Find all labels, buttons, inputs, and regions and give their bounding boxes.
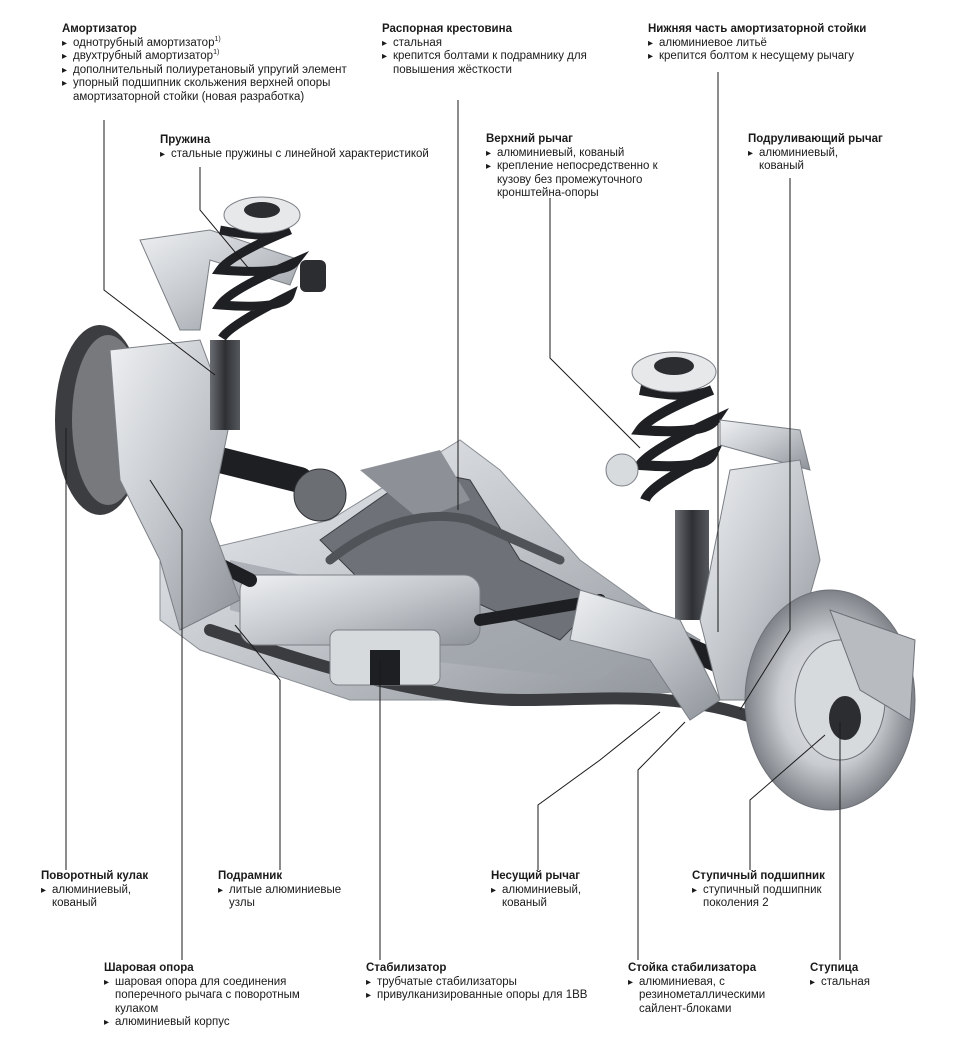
callout-strut-lower: Нижняя часть амортизаторной стойки алюми… <box>648 23 888 64</box>
callout-item: упорный подшипник скольжения верхней опо… <box>62 77 363 104</box>
callout-item: крепится болтами к подрамнику для повыше… <box>382 50 592 77</box>
callout-item: алюминиевая, с резинометаллическими сайл… <box>628 976 794 1017</box>
right-strut-shape <box>605 351 730 620</box>
leader-stab-link <box>637 721 686 960</box>
right-upper-arm-shape <box>719 419 811 471</box>
callout-title: Нижняя часть амортизаторной стойки <box>648 23 867 35</box>
callout-cross-brace: Распорная крестовина стальная крепится б… <box>382 23 592 77</box>
callout-upper-arm: Верхний рычаг алюминиевый, кованый крепл… <box>486 133 666 201</box>
callout-item: алюминиевый, кованый <box>41 884 151 911</box>
leader-lines <box>65 72 841 960</box>
callout-ball-joint: Шаровая опора шаровая опора для соединен… <box>104 962 319 1030</box>
callout-item: привулканизированные опоры для 1BB <box>366 989 596 1003</box>
callout-hub: Ступица стальная <box>810 962 910 989</box>
callout-item: алюминиевый, кованый <box>491 884 601 911</box>
callout-item: ступичный подшипник поколения 2 <box>692 884 833 911</box>
left-strut-shape <box>210 196 326 430</box>
leader-lower-arm <box>537 711 661 870</box>
callout-item: алюминиевый, кованый <box>748 147 858 174</box>
left-upper-arm-shape <box>139 229 301 331</box>
callout-item: крепление непосредственно к кузову без п… <box>486 160 666 201</box>
leader-spring <box>199 167 251 271</box>
callout-hub-bearing: Ступичный подшипник ступичный подшипник … <box>692 870 842 911</box>
callout-item: однотрубный амортизатор1) <box>62 36 382 51</box>
callout-stabilizer: Стабилизатор трубчатые стабилизаторы при… <box>366 962 596 1003</box>
leader-steer-arm <box>739 178 791 711</box>
callout-title: Ступичный подшипник <box>692 870 825 882</box>
callout-title: Ступица <box>810 962 859 974</box>
callout-title: Поворотный кулак <box>41 870 149 882</box>
callout-item: стальная <box>382 37 592 51</box>
callout-lower-arm: Несущий рычаг алюминиевый, кованый <box>491 870 601 911</box>
callout-steering-arm: Подруливающий рычаг алюминиевый, кованый <box>748 133 883 174</box>
callout-item: дополнительный полиуретановый упругий эл… <box>62 64 382 78</box>
callout-title: Пружина <box>160 134 211 146</box>
leader-balljoint <box>149 479 183 960</box>
callout-title: Стойка стабилизатора <box>628 962 757 974</box>
callout-title: Подруливающий рычаг <box>748 133 883 145</box>
callout-item: трубчатые стабилизаторы <box>366 976 596 990</box>
callout-title: Шаровая опора <box>104 962 194 974</box>
callout-title: Стабилизатор <box>366 962 447 974</box>
leader-bearing <box>749 734 826 870</box>
callout-title: Подрамник <box>218 870 283 882</box>
callout-spring: Пружина стальные пружины с линейной хара… <box>160 134 460 161</box>
leader-subframe <box>234 624 281 870</box>
right-brake-disc-shape <box>744 589 916 811</box>
callout-item: стальные пружины с линейной характеристи… <box>160 148 460 162</box>
callout-item: стальная <box>810 976 910 990</box>
callout-item: крепится болтом к несущему рычагу <box>648 50 888 64</box>
callout-title: Несущий рычаг <box>491 870 581 882</box>
callout-item: литые алюминиевые узлы <box>218 884 369 911</box>
callout-subframe: Подрамник литые алюминиевые узлы <box>218 870 378 911</box>
callout-item: алюминиевое литьё <box>648 37 888 51</box>
right-lower-arm-shape <box>569 589 721 721</box>
callout-item: двухтрубный амортизатор1) <box>62 49 382 64</box>
callout-shock-absorber: Амортизатор однотрубный амортизатор1) дв… <box>62 23 382 104</box>
callout-stabilizer-link: Стойка стабилизатора алюминиевая, с рези… <box>628 962 798 1016</box>
callout-item: алюминиевый, кованый <box>486 147 666 161</box>
callout-title: Верхний рычаг <box>486 133 573 145</box>
callout-title: Амортизатор <box>62 23 137 35</box>
leader-shock <box>103 120 216 376</box>
leader-upper-arm <box>549 198 641 449</box>
stabilizer-bar-rear <box>325 511 565 565</box>
callout-item: алюминиевый корпус <box>104 1016 319 1030</box>
callout-knuckle: Поворотный кулак алюминиевый, кованый <box>41 870 151 911</box>
callout-title: Распорная крестовина <box>382 23 512 35</box>
steering-rack-shape <box>203 553 606 686</box>
callout-item: шаровая опора для соединения поперечного… <box>104 976 319 1017</box>
